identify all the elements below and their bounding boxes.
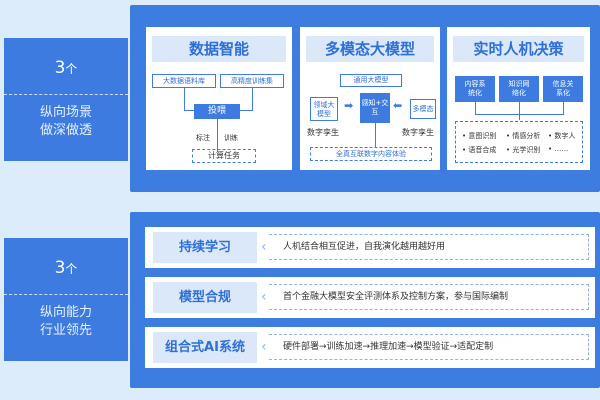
label-annotate: 标注: [196, 134, 210, 142]
desc-line: 行业领先: [39, 323, 92, 338]
general-model-box: 通用大模型: [340, 74, 402, 87]
arrow-left-icon: ⬅: [393, 99, 403, 112]
desc-line: 做深做透: [39, 123, 92, 138]
panel-realtime-decision: 实时人机决策 内容系统化 知识网络化 信息关系化 • 意图识别 • 情感分析 •…: [447, 27, 590, 170]
row-name: 持续学习: [153, 232, 257, 263]
feed-box: 投喂: [194, 104, 240, 119]
unit: 个: [65, 262, 78, 276]
row-name: 模型合规: [153, 282, 257, 313]
panel-multimodal-model: 多模态大模型 通用大模型 感知+交互 领域大模型 ➡ 多模态 ⬅ 数字孪生 数字…: [300, 27, 440, 170]
label-digital-twin-left: 数字孪生: [307, 128, 339, 137]
panel-title: 实时人机决策: [453, 36, 584, 62]
bullet-item: • 意图识别: [462, 132, 497, 140]
row-text: 首个金融大模型安全评测体系及控制方案，参与国际编制: [269, 284, 589, 310]
capability-row: 组合式AI系统 ‹ 硬件部署→训练加速→推理加速→模型验证→适配定制: [145, 327, 595, 368]
multimodal-box: 多模态: [410, 99, 436, 119]
panel-title: 数据智能: [152, 36, 286, 62]
capability-row: 模型合规 ‹ 首个金融大模型安全评测体系及控制方案，参与国际编制: [145, 277, 595, 318]
bullet-item: • 语音合成: [462, 146, 497, 154]
panel-data-intelligence: 数据智能 大数据语料库 高精度训练集 投喂 标注 训练 计算任务: [146, 27, 292, 170]
bullet-item: • 光学识别: [506, 146, 541, 154]
compute-task-box: 计算任务: [192, 149, 256, 163]
panel-title: 多模态大模型: [306, 36, 434, 62]
content-box: 内容系统化: [455, 76, 495, 102]
chevron-left-icon: ‹: [261, 289, 267, 305]
bullet-item: • ……: [548, 145, 569, 153]
knowledge-box: 知识网络化: [499, 76, 539, 102]
content-experience-box: 全真互联数字内容体验: [310, 147, 432, 161]
training-set-box: 高精度训练集: [220, 74, 284, 88]
information-box: 信息关系化: [543, 76, 583, 102]
arrow-right-icon: ➡: [344, 99, 354, 112]
label-digital-twin-right: 数字孪生: [402, 128, 434, 137]
section-label-capabilities: 3个 纵向能力行业领先: [4, 238, 128, 361]
chevron-left-icon: ‹: [261, 339, 267, 355]
domain-model-box: 领域大模型: [310, 97, 338, 121]
desc-line: 纵向场景: [39, 105, 92, 120]
desc-line: 纵向能力: [39, 305, 92, 320]
count: 3: [54, 258, 66, 278]
section-label-scenarios: 3个 纵向场景做深做透: [4, 38, 128, 161]
capability-row: 持续学习 ‹ 人机结合相互促进，自我演化越用越好用: [145, 227, 595, 268]
row-text: 人机结合相互促进，自我演化越用越好用: [269, 234, 589, 260]
unit: 个: [65, 62, 78, 76]
row-name: 组合式AI系统: [153, 332, 257, 363]
bullet-item: • 数字人: [548, 132, 576, 140]
bullet-item: • 情感分析: [506, 132, 541, 140]
row-text: 硬件部署→训练加速→推理加速→模型验证→适配定制: [269, 334, 589, 360]
perception-box: 感知+交互: [360, 93, 390, 123]
corpus-box: 大数据语料库: [152, 74, 216, 88]
capability-list: • 意图识别 • 情感分析 • 数字人 • 语音合成 • 光学识别 • ……: [455, 121, 583, 163]
count: 3: [54, 58, 66, 78]
label-train: 训练: [224, 134, 238, 142]
chevron-left-icon: ‹: [261, 239, 267, 255]
